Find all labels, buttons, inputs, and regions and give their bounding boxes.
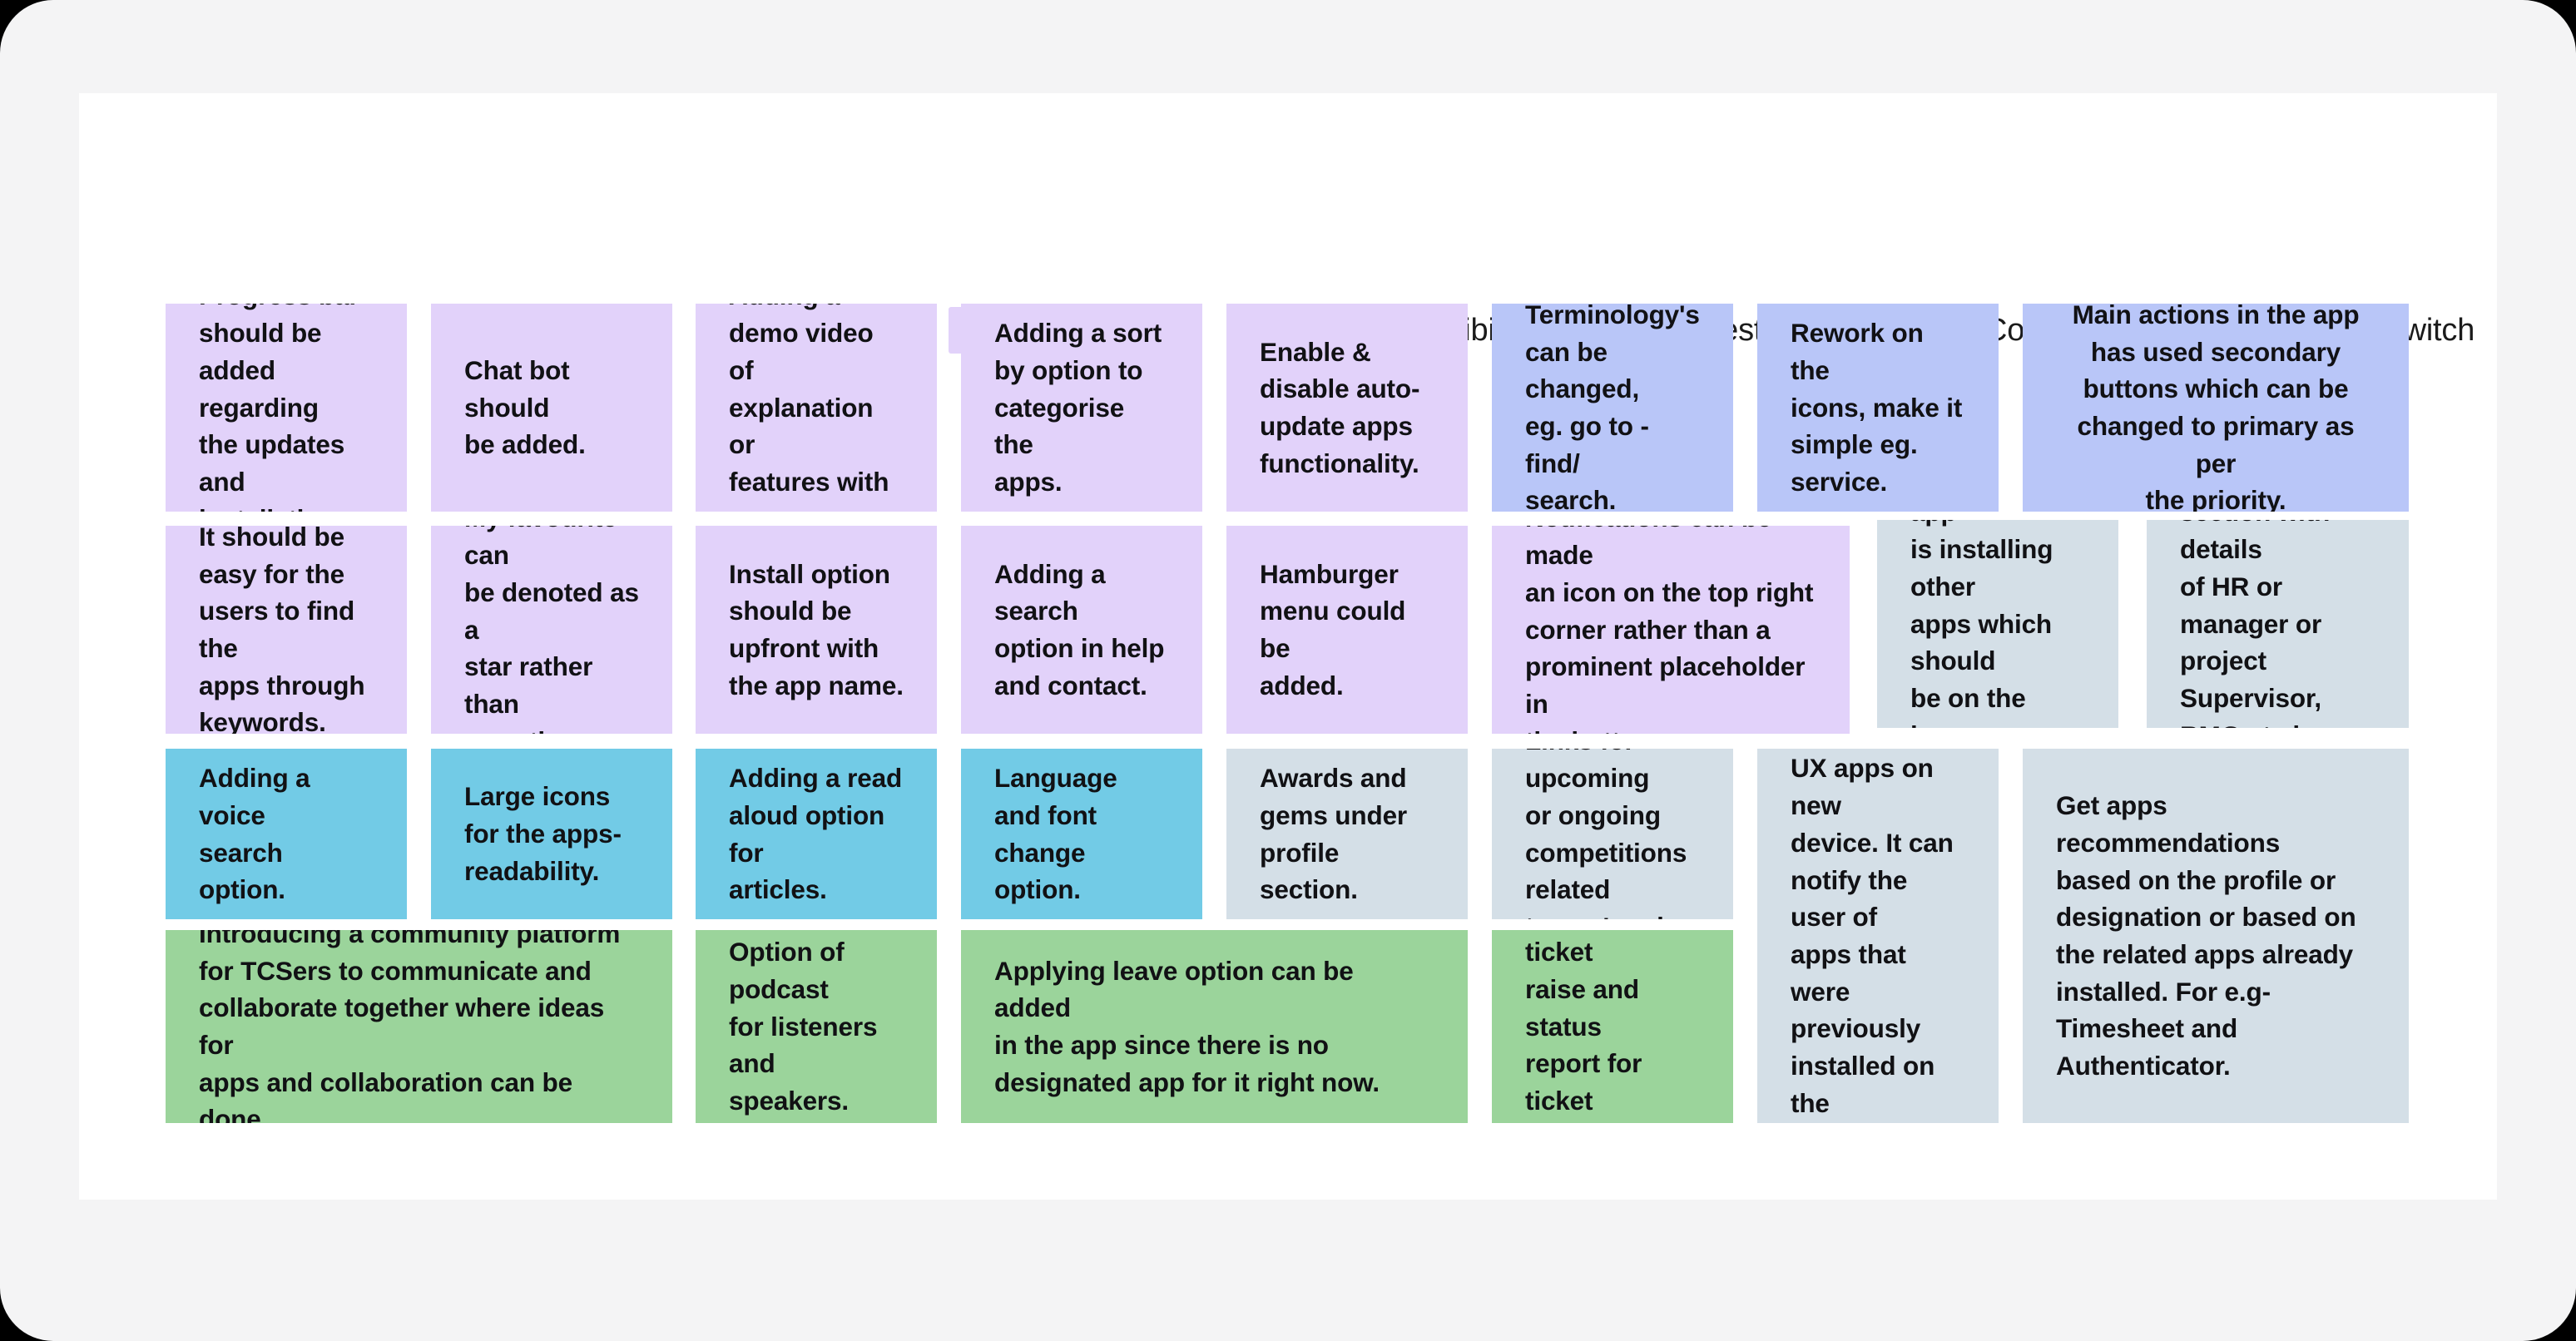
whiteboard-canvas[interactable]: FunctionalityAccessibilityAestheticsCont…: [79, 93, 2497, 1200]
sticky-note[interactable]: Adding a voice search option.: [166, 749, 407, 919]
sticky-note[interactable]: Main actions in the app has used seconda…: [2023, 304, 2409, 512]
sticky-note[interactable]: Terminology's can be changed, eg. go to …: [1492, 304, 1733, 512]
sticky-note[interactable]: Progress bar should be added regarding t…: [166, 304, 407, 512]
sticky-note[interactable]: When we install UX apps on new device. I…: [1757, 749, 1999, 1123]
sticky-note-text: Adding a read aloud option for articles.: [729, 763, 903, 905]
sticky-note[interactable]: My favourite can be denoted as a star ra…: [431, 526, 672, 734]
sticky-note-text: Priority of the app is installing other …: [1910, 520, 2053, 728]
sticky-note[interactable]: Hamburger menu could be added.: [1226, 526, 1468, 734]
sticky-note-text: Main actions in the app has used seconda…: [2072, 304, 2360, 512]
sticky-note-text: My favourite can be denoted as a star ra…: [464, 526, 639, 734]
sticky-note[interactable]: Get apps recommendations based on the pr…: [2023, 749, 2409, 1123]
sticky-note-text: Progress bar should be added regarding t…: [199, 304, 359, 512]
sticky-note[interactable]: Option of podcast for listeners and spea…: [696, 930, 937, 1123]
sticky-note-text: Can add ticket raise and status report f…: [1525, 937, 1642, 1123]
sticky-note[interactable]: Enable & disable auto- update apps funct…: [1226, 304, 1468, 512]
sticky-note-text: When we install UX apps on new device. I…: [1791, 753, 1954, 1118]
sticky-note-text: Language and font change option.: [994, 763, 1117, 905]
sticky-note-text: Applying leave option can be added in th…: [994, 955, 1380, 1097]
sticky-note[interactable]: Rework on the icons, make it simple eg. …: [1757, 304, 1999, 512]
sticky-note-text: Notifications can be made an icon on the…: [1525, 526, 1814, 734]
sticky-note[interactable]: Language and font change option.: [961, 749, 1202, 919]
sticky-note[interactable]: Links for upcoming or ongoing competitio…: [1492, 749, 1733, 919]
sticky-note[interactable]: Chat bot should be added.: [431, 304, 672, 512]
sticky-note-text: Links for upcoming or ongoing competitio…: [1525, 749, 1687, 919]
sticky-note-text: Introducing a community platform for TCS…: [199, 930, 621, 1123]
sticky-note-text: Adding a voice search option.: [199, 763, 310, 905]
sticky-note[interactable]: Applying leave option can be added in th…: [961, 930, 1468, 1123]
sticky-note-text: Adding a demo video of explanation or fe…: [729, 304, 889, 512]
sticky-note[interactable]: It should be easy for the users to find …: [166, 526, 407, 734]
sticky-note-text: Chat bot should be added.: [464, 354, 586, 460]
sticky-note-text: Having a contact section with details of…: [2180, 520, 2330, 728]
sticky-note-text: Adding a search option in help and conta…: [994, 558, 1165, 700]
sticky-note-text: Awards and gems under profile section.: [1260, 763, 1408, 905]
sticky-note[interactable]: Large icons for the apps- readability.: [431, 749, 672, 919]
sticky-note[interactable]: Adding a search option in help and conta…: [961, 526, 1202, 734]
sticky-note[interactable]: Introducing a community platform for TCS…: [166, 930, 672, 1123]
sticky-note-text: Hamburger menu could be added.: [1260, 558, 1406, 700]
sticky-note[interactable]: Priority of the app is installing other …: [1877, 520, 2118, 728]
sticky-note[interactable]: Notifications can be made an icon on the…: [1492, 526, 1850, 734]
sticky-note[interactable]: Adding a read aloud option for articles.: [696, 749, 937, 919]
sticky-note-text: Terminology's can be changed, eg. go to …: [1525, 304, 1700, 512]
sticky-note[interactable]: Awards and gems under profile section.: [1226, 749, 1468, 919]
sticky-note-text: Enable & disable auto- update apps funct…: [1260, 336, 1420, 478]
sticky-note[interactable]: Can add ticket raise and status report f…: [1492, 930, 1733, 1123]
sticky-note-text: Get apps recommendations based on the pr…: [2056, 790, 2356, 1081]
sticky-note[interactable]: Install option should be upfront with th…: [696, 526, 937, 734]
sticky-note-text: Option of podcast for listeners and spea…: [729, 937, 878, 1116]
sticky-note[interactable]: Adding a demo video of explanation or fe…: [696, 304, 937, 512]
sticky-note[interactable]: Having a contact section with details of…: [2147, 520, 2409, 728]
sticky-note-text: Adding a sort by option to categorise th…: [994, 318, 1162, 497]
sticky-note-text: Rework on the icons, make it simple eg. …: [1791, 318, 1963, 497]
sticky-note-text: Large icons for the apps- readability.: [464, 781, 622, 886]
sticky-note-text: Install option should be upfront with th…: [729, 558, 904, 700]
sticky-note-text: It should be easy for the users to find …: [199, 526, 365, 734]
sticky-note[interactable]: Adding a sort by option to categorise th…: [961, 304, 1202, 512]
